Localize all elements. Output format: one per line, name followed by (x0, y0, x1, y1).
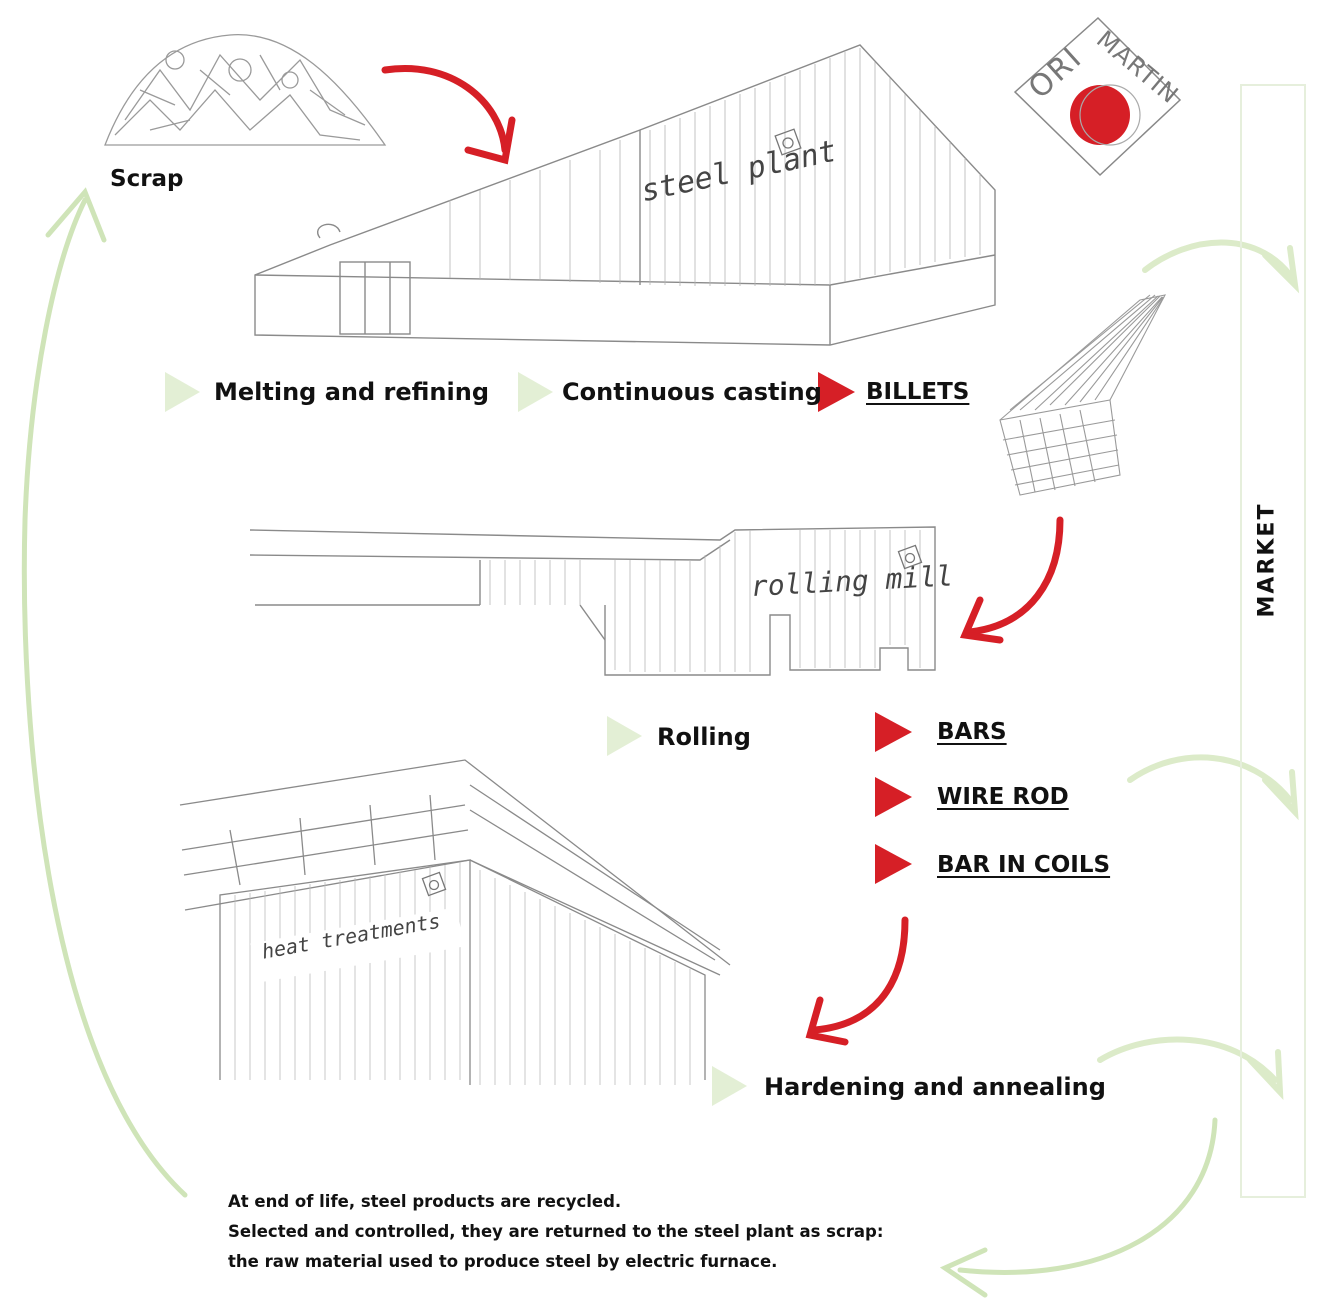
steel-plant-hatching (449, 48, 981, 286)
market-arrow-1 (1142, 239, 1293, 278)
market-arrow-2-head (1262, 769, 1299, 821)
step-rolling: Rolling (657, 723, 751, 751)
product-marker-bar-in-coils (875, 844, 912, 884)
product-marker-billets (818, 372, 855, 412)
recycling-note-line-2: Selected and controlled, they are return… (228, 1222, 884, 1241)
red-arrow-2 (959, 516, 1064, 644)
steel-plant-logo-icon (774, 128, 802, 156)
product-link-wire-rod[interactable]: WIRE ROD (937, 784, 1069, 810)
product-link-bars[interactable]: BARS (937, 719, 1007, 745)
step-melting-and-refining: Melting and refining (214, 378, 490, 406)
heat-treatment-hatching (234, 862, 691, 1085)
product-link-billets[interactable]: BILLETS (866, 379, 970, 405)
step-marker-rolling (607, 716, 642, 756)
rolling-mill-sketch (249, 526, 936, 676)
step-marker-hardening (712, 1066, 747, 1106)
steel-plant-sketch (254, 44, 996, 346)
red-arrow-3 (805, 916, 909, 1046)
market-arrow-2 (1127, 754, 1293, 803)
return-arrowhead (939, 1247, 988, 1298)
recycle-loop-arrowhead (45, 187, 107, 243)
step-marker-melting (165, 372, 200, 412)
logo-mark (1013, 16, 1182, 177)
return-arrow (957, 1117, 1218, 1275)
billets-sketch (999, 294, 1167, 496)
heat-treatment-sketch (179, 759, 731, 1085)
market-column (1240, 84, 1306, 1198)
product-marker-bars (875, 712, 912, 752)
logo-red-dot (1070, 85, 1130, 145)
market-arrow-3-head (1247, 1049, 1284, 1101)
product-marker-wire-rod (875, 777, 912, 817)
rolling-mill-hatching (489, 530, 921, 672)
market-label: MARKET (1254, 502, 1280, 618)
recycle-loop-arrow (21, 197, 188, 1198)
recycling-note-line-3: the raw material used to produce steel b… (228, 1252, 778, 1271)
recycling-note: At end of life, steel products are recyc… (228, 1187, 883, 1277)
scrap-label: Scrap (110, 166, 184, 192)
recycling-note-line-1: At end of life, steel products are recyc… (228, 1192, 622, 1211)
scrap-pile-sketch (104, 34, 387, 146)
market-arrow-1-head (1262, 245, 1300, 294)
red-arrow-1 (381, 65, 516, 165)
step-continuous-casting: Continuous casting (562, 378, 822, 406)
heat-treatment-logo-icon (421, 871, 447, 897)
rolling-mill-logo-icon (897, 544, 923, 570)
product-link-bar-in-coils[interactable]: BAR IN COILS (937, 852, 1111, 878)
step-marker-casting (518, 372, 553, 412)
step-hardening-and-annealing: Hardening and annealing (764, 1073, 1106, 1101)
